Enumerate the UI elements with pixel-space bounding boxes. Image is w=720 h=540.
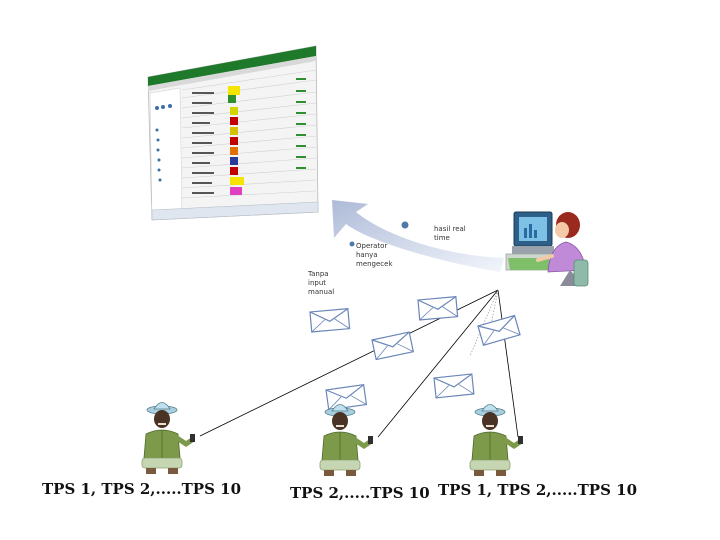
note-operator: Operator hanya mengecek [356, 242, 393, 268]
field-officer-with-phone [142, 403, 195, 475]
note-tanpa-input: Tanpa input manual [308, 270, 335, 296]
connection-lines [199, 289, 519, 438]
bullet-dot [349, 241, 355, 247]
envelope-icon [309, 308, 351, 333]
field-officer-with-phone [320, 405, 373, 477]
curved-arrow [332, 200, 504, 272]
operator-at-computer [505, 211, 589, 287]
envelope-icon [417, 296, 459, 321]
envelope-icon [477, 314, 521, 346]
tps-label-2: TPS 2,.....TPS 10 [290, 484, 430, 502]
tps-label-1: TPS 1, TPS 2,.....TPS 10 [42, 480, 242, 498]
monitoring-screenshot [147, 45, 319, 221]
note-hasil-real-time: hasil real time [434, 225, 466, 242]
envelope-icon [433, 373, 475, 399]
envelope-icon [325, 384, 368, 411]
bullet-dot [401, 221, 409, 229]
tps-label-3: TPS 1, TPS 2,.....TPS 10 [438, 481, 638, 499]
envelope-icon [371, 331, 414, 361]
